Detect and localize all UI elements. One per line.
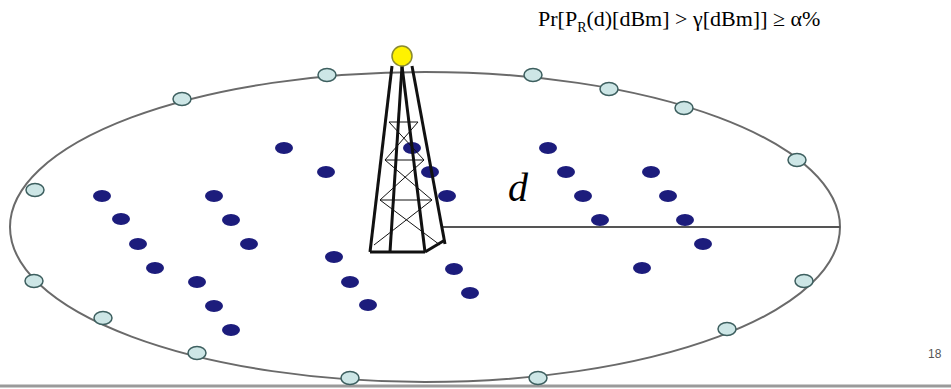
receiver-dot <box>591 214 609 226</box>
footer-rule <box>0 385 951 388</box>
receiver-dot <box>275 142 293 154</box>
distance-symbol: d <box>508 165 528 210</box>
receiver-dot <box>205 300 223 312</box>
receiver-dot <box>205 190 223 202</box>
edge-receiver-dot <box>26 184 44 197</box>
receiver-dot <box>438 190 456 202</box>
receiver-dot <box>146 262 164 274</box>
page-number-text: 18 <box>928 347 941 361</box>
edge-receiver-dot <box>524 69 542 82</box>
tower <box>370 66 445 252</box>
formula-subscript: R <box>577 20 586 35</box>
receiver-dot <box>129 238 147 250</box>
edge-receiver-dot <box>600 83 618 96</box>
receiver-dot <box>445 263 463 275</box>
edge-receiver-dot <box>529 372 547 385</box>
receiver-dot <box>240 238 258 250</box>
formula-text: (d)[dBm] > γ[dBm]] ≥ α% <box>586 6 820 31</box>
receiver-dot <box>222 324 240 336</box>
formula-text: Pr[P <box>538 6 577 31</box>
receiver-dot <box>112 213 130 225</box>
edge-receiver-dot <box>188 347 206 360</box>
edge-receiver-dot <box>318 69 336 82</box>
edge-receiver-dot <box>94 312 112 325</box>
receiver-dot <box>317 166 335 178</box>
receiver-dot <box>188 276 206 288</box>
edge-receiver-dot <box>788 154 806 167</box>
antenna <box>392 46 412 66</box>
receiver-dot <box>633 262 651 274</box>
edge-receiver-dot <box>718 323 736 336</box>
coverage-formula: Pr[PR(d)[dBm] > γ[dBm]] ≥ α% <box>538 6 820 32</box>
inner-receivers <box>93 142 712 336</box>
receiver-dot <box>461 287 479 299</box>
receiver-dot <box>574 190 592 202</box>
receiver-dot <box>659 190 677 202</box>
receiver-dot <box>694 238 712 250</box>
distance-label: d <box>508 168 528 208</box>
cell-boundary <box>10 72 840 382</box>
edge-receiver-dot <box>675 102 693 115</box>
edge-receiver-dot <box>341 372 359 385</box>
receiver-dot <box>557 166 575 178</box>
receiver-dot <box>222 214 240 226</box>
edge-receiver-dot <box>173 93 191 106</box>
receiver-dot <box>676 214 694 226</box>
receiver-dot <box>93 190 111 202</box>
receiver-dot <box>359 299 377 311</box>
tower-lattice <box>374 122 440 245</box>
receiver-dot <box>539 142 557 154</box>
receiver-dot <box>325 251 343 263</box>
page-number: 18 <box>928 347 941 361</box>
receiver-dot <box>341 276 359 288</box>
edge-receiver-dot <box>795 275 813 288</box>
edge-receiver-dot <box>25 275 43 288</box>
receiver-dot <box>642 166 660 178</box>
radius-line <box>442 226 840 228</box>
